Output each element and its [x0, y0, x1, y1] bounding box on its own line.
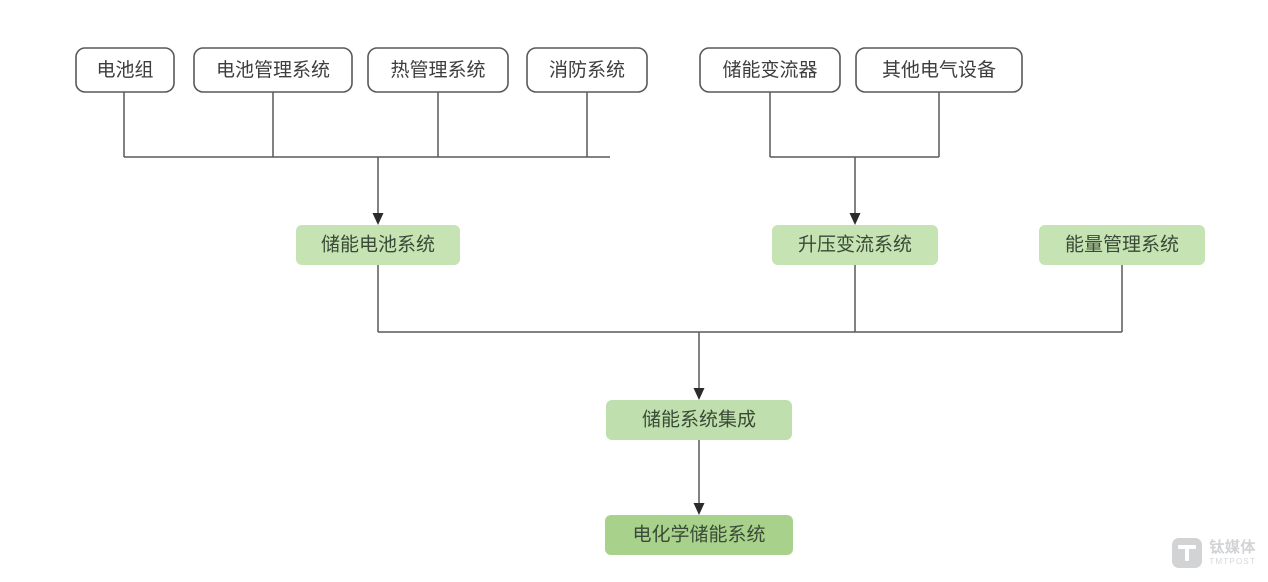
node-energy-management-system-shape[interactable] — [1039, 225, 1205, 265]
node-battery-storage-system-label: 储能电池系统 — [321, 233, 435, 255]
node-battery-pack-label: 电池组 — [96, 59, 153, 81]
arrow-head-g2 — [849, 213, 861, 225]
watermark-name-cn: 钛媒体 — [1209, 539, 1256, 556]
node-boost-conversion-system-label: 升压变流系统 — [798, 233, 912, 255]
node-fire-protection-shape[interactable] — [526, 47, 648, 93]
node-thermal-management-shape[interactable] — [367, 47, 509, 93]
edge-group-subsystems — [377, 265, 1123, 400]
node-bms-shape[interactable] — [193, 47, 353, 93]
node-battery-pack-shape[interactable] — [75, 47, 175, 93]
edge-group-battery-components — [123, 92, 610, 225]
node-electrochemical-storage-system-label: 电化学储能系统 — [632, 523, 765, 545]
node-storage-system-integration-shape[interactable] — [606, 400, 792, 440]
node-bms-label: 电池管理系统 — [216, 59, 330, 81]
node-battery-storage-system[interactable]: 储能电池系统 — [296, 225, 460, 265]
node-pcs[interactable]: 储能变流器 — [699, 47, 841, 93]
node-storage-system-integration[interactable]: 储能系统集成 — [606, 400, 792, 440]
node-electrochemical-storage-system-shape[interactable] — [605, 515, 793, 555]
node-fire-protection-label: 消防系统 — [549, 59, 625, 81]
watermark-text: 钛媒体 TMTPOST — [1209, 540, 1256, 566]
node-electrochemical-storage-system[interactable]: 电化学储能系统 — [605, 515, 793, 555]
arrow-head-i1 — [693, 388, 705, 400]
node-other-electrical-equipment-label: 其他电气设备 — [882, 59, 996, 81]
node-battery-pack[interactable]: 电池组 — [75, 47, 175, 93]
node-thermal-management[interactable]: 热管理系统 — [367, 47, 509, 93]
node-pcs-label: 储能变流器 — [722, 59, 817, 81]
node-boost-conversion-system-shape[interactable] — [772, 225, 938, 265]
node-energy-management-system[interactable]: 能量管理系统 — [1039, 225, 1205, 265]
node-fire-protection[interactable]: 消防系统 — [526, 47, 648, 93]
watermark: 钛媒体 TMTPOST — [1172, 538, 1256, 568]
arrow-head-g1 — [372, 213, 384, 225]
node-boost-conversion-system[interactable]: 升压变流系统 — [772, 225, 938, 265]
edge-group-integration — [693, 440, 705, 515]
tmtpost-logo-icon — [1172, 538, 1203, 568]
node-bms[interactable]: 电池管理系统 — [193, 47, 353, 93]
watermark-name-en: TMTPOST — [1209, 557, 1256, 566]
edge-group-pcs-components — [769, 92, 940, 225]
arrow-head-s1 — [693, 503, 705, 515]
node-battery-storage-system-shape[interactable] — [296, 225, 460, 265]
node-other-electrical-equipment[interactable]: 其他电气设备 — [855, 47, 1023, 93]
node-other-electrical-equipment-shape[interactable] — [855, 47, 1023, 93]
node-energy-management-system-label: 能量管理系统 — [1065, 233, 1179, 255]
node-storage-system-integration-label: 储能系统集成 — [642, 408, 756, 430]
node-thermal-management-label: 热管理系统 — [390, 59, 485, 81]
node-pcs-shape[interactable] — [699, 47, 841, 93]
